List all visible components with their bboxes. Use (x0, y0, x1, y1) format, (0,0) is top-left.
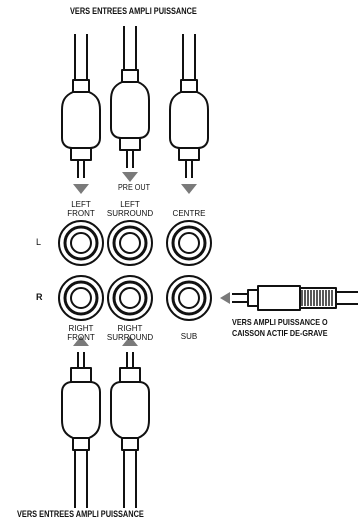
label-right-front: RIGHT FRONT (67, 324, 95, 342)
side-plug-sub (232, 285, 358, 311)
top-caption: VERS ENTREES AMPLI PUISSANCE (70, 6, 197, 16)
jack-left-front (58, 220, 104, 266)
arrow-down-centre (181, 184, 197, 194)
sub-caption: VERS AMPLI PUISSANCE O CAISSON ACTIF DE-… (232, 317, 328, 338)
label-centre: CENTRE (172, 209, 206, 218)
label-right-surround: RIGHT SURROUND (106, 324, 154, 342)
jack-centre (166, 220, 212, 266)
bottom-caption: VERS ENTREES AMPLI PUISSANCE (17, 509, 144, 519)
jack-right-front (58, 275, 104, 321)
jack-sub (166, 275, 212, 321)
label-left-front: LEFT FRONT (67, 200, 95, 218)
arrow-left-sub (220, 292, 230, 304)
label-sub: SUB (180, 332, 198, 341)
arrow-up-right-front (73, 336, 89, 346)
top-plug-left-front (61, 34, 101, 178)
row-label-left: L (36, 237, 42, 247)
top-plug-left-surround (110, 26, 150, 168)
label-left-surround: LEFT SURROUND (106, 200, 154, 218)
top-plug-centre (169, 34, 209, 178)
pre-out-label: PRE OUT (118, 183, 151, 192)
arrow-down-left-surround (122, 172, 138, 182)
jack-left-surround (107, 220, 153, 266)
row-label-right: R (36, 292, 43, 302)
arrow-down-left-front (73, 184, 89, 194)
bottom-plug-right-front (61, 352, 101, 508)
arrow-up-right-surround (122, 336, 138, 346)
jack-right-surround (107, 275, 153, 321)
bottom-plug-right-surround (110, 352, 150, 508)
